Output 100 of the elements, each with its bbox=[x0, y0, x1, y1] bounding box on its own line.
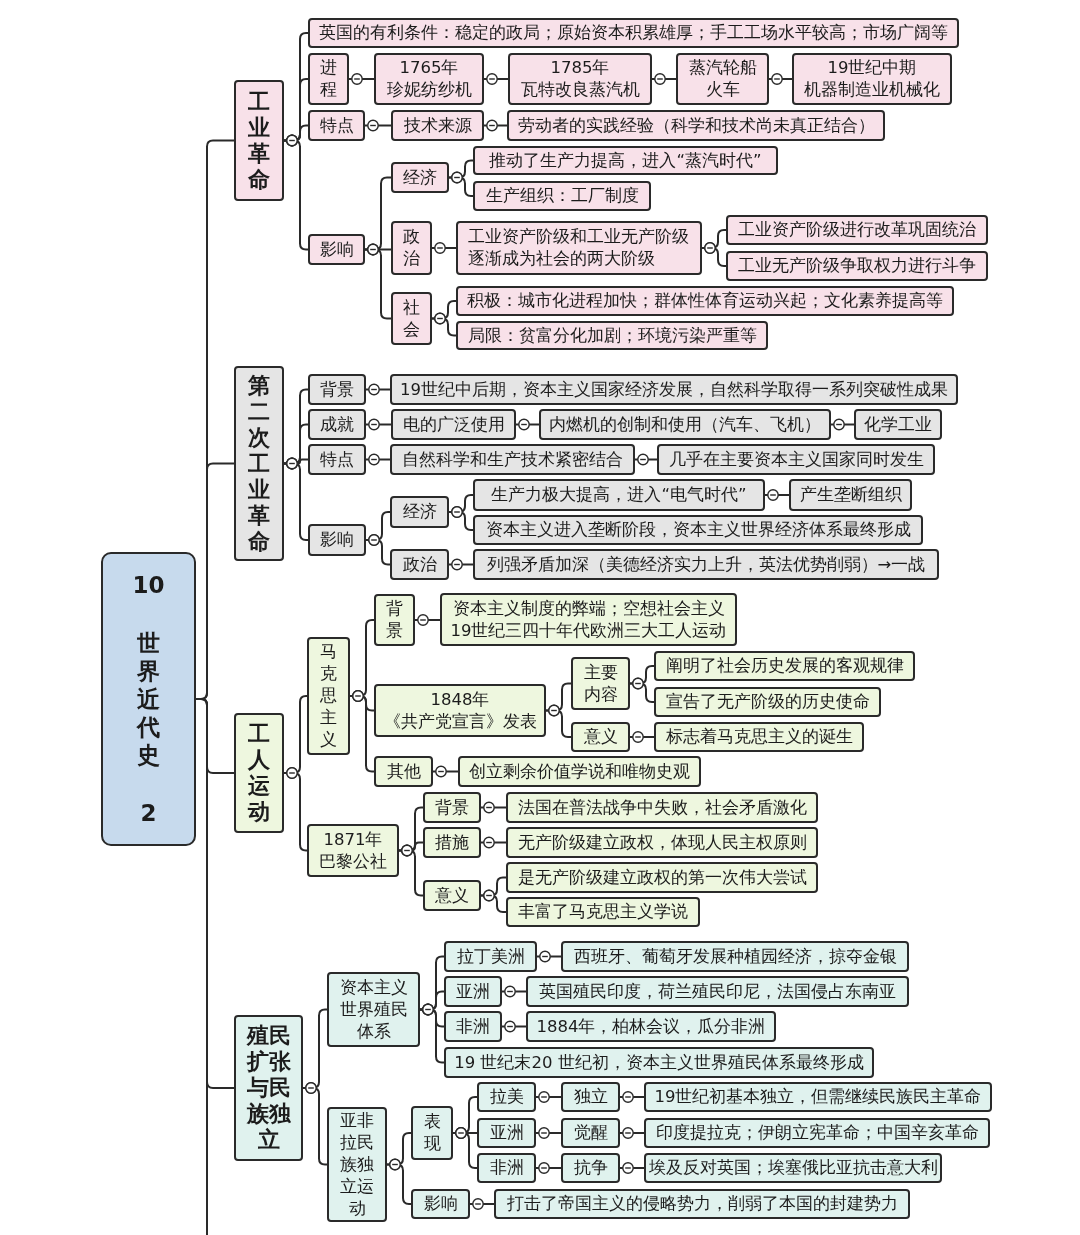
topic-box: 1884年，柏林会议，瓜分非洲 bbox=[526, 1011, 776, 1042]
topic-box: 亚非拉民族独立运动 bbox=[327, 1107, 387, 1222]
topic-text: 珍妮纺纱机 bbox=[386, 79, 472, 101]
connector-line bbox=[701, 242, 727, 267]
topic-box: 生产力极大提高，进入“电气时代” bbox=[473, 479, 765, 511]
topic-box: 化学工业 bbox=[854, 409, 942, 440]
connector-line bbox=[535, 1162, 562, 1174]
connector-line bbox=[535, 1091, 562, 1103]
connector-line bbox=[619, 1127, 645, 1139]
topic-box: 生产组织：工厂制度 bbox=[473, 181, 651, 211]
title-label: 世界近代史 bbox=[135, 629, 161, 769]
connector-line bbox=[545, 704, 572, 738]
connector-line bbox=[431, 312, 457, 337]
connector-line bbox=[432, 765, 459, 778]
connector-line bbox=[364, 119, 392, 132]
topic-box bbox=[676, 53, 769, 105]
topic-box: 亚洲 bbox=[444, 976, 502, 1007]
topic-text: 巴黎公社 bbox=[319, 850, 387, 873]
topic-box: 成就 bbox=[308, 409, 366, 440]
topic-box: 政治 bbox=[391, 221, 432, 275]
topic-text: 1871年 bbox=[323, 828, 383, 851]
connector-line bbox=[365, 453, 391, 466]
topic-box: 拉丁美洲 bbox=[444, 941, 537, 972]
topic-box: 自然科学和生产技术紧密结合 bbox=[390, 444, 635, 475]
connector-line bbox=[501, 1020, 527, 1033]
topic-box bbox=[374, 53, 484, 105]
central-topic-box bbox=[101, 552, 196, 846]
topic-box: 标志着马克思主义的诞生 bbox=[654, 722, 864, 752]
topic-box: 劳动者的实践经验（科学和技术尚未真正结合） bbox=[507, 110, 885, 141]
topic-box bbox=[440, 593, 737, 646]
topic-box: 其他 bbox=[374, 756, 433, 787]
topic-box: 内燃机的创制和使用（汽车、飞机） bbox=[539, 409, 831, 440]
topic-box: 英国的有利条件：稳定的政局；原始资本积累雄厚；手工工场水平较高；市场广阔等 bbox=[308, 18, 959, 48]
connector-line bbox=[414, 614, 441, 626]
topic-box: 政治 bbox=[390, 549, 449, 580]
branch-topic-box: 工业革命 bbox=[234, 80, 284, 201]
topic-box: 独立 bbox=[561, 1082, 620, 1112]
connector-line bbox=[515, 418, 540, 431]
topic-box bbox=[508, 53, 652, 105]
topic-box: 19世纪初基本独立，但需继续民族民主革命 bbox=[644, 1082, 992, 1112]
topic-box: 法国在普法战争中失败，社会矛盾激化 bbox=[506, 792, 818, 823]
connector-line bbox=[501, 985, 527, 998]
topic-box: 局限：贫富分化加剧；环境污染严重等 bbox=[456, 321, 768, 350]
topic-text: 19世纪三四十年代欧洲三大工人运动 bbox=[450, 619, 727, 642]
connector-line bbox=[629, 731, 655, 743]
topic-box: 技术来源 bbox=[391, 110, 484, 141]
connector-line bbox=[536, 950, 562, 963]
topic-box bbox=[792, 53, 952, 105]
topic-text: 资本主义制度的弊端；空想社会主义 bbox=[452, 597, 725, 620]
topic-box: 背景 bbox=[308, 374, 366, 405]
topic-text: 1848年 bbox=[430, 688, 490, 711]
connector-line bbox=[431, 242, 457, 254]
connector-line bbox=[764, 489, 790, 501]
topic-box: 无产阶级建立政权，体现人民主权原则 bbox=[506, 827, 818, 858]
topic-box: 影响 bbox=[308, 234, 365, 265]
connector-line bbox=[448, 506, 474, 531]
connector-line bbox=[452, 1127, 478, 1169]
connector-line bbox=[483, 119, 508, 132]
topic-box: 非洲 bbox=[477, 1153, 536, 1183]
branch-topic-box: 殖民扩张与民族独立 bbox=[234, 1015, 303, 1161]
topic-box: 产生垄断组织 bbox=[789, 479, 912, 511]
topic-box: 经济 bbox=[390, 496, 449, 528]
topic-box: 表现 bbox=[411, 1106, 453, 1160]
topic-box: 特点 bbox=[308, 444, 366, 475]
topic-box: 进程 bbox=[308, 53, 349, 105]
connector-line bbox=[483, 73, 509, 85]
connector-line bbox=[365, 418, 392, 431]
topic-box: 电的广泛使用 bbox=[391, 409, 516, 440]
topic-box: 几乎在主要资本主义国家同时发生 bbox=[657, 444, 935, 475]
topic-box: 特点 bbox=[308, 110, 365, 141]
topic-box: 19 世纪末20 世纪初，资本主义世界殖民体系最终形成 bbox=[444, 1047, 874, 1078]
connector-line bbox=[634, 453, 658, 466]
connector-line bbox=[830, 418, 855, 431]
connector-line bbox=[283, 767, 308, 852]
topic-box: 资本主义世界殖民体系 bbox=[327, 972, 420, 1047]
topic-box: 影响 bbox=[308, 524, 366, 556]
topic-box: 是无产阶级建立政权的第一次伟大尝试 bbox=[506, 862, 818, 893]
topic-box: 工业资产阶级和工业无产阶级逐渐成为社会的两大阶级 bbox=[456, 221, 702, 275]
topic-text: 1765年 bbox=[399, 57, 459, 79]
topic-box: 经济 bbox=[391, 162, 449, 193]
topic-text: 19世纪中期 bbox=[827, 57, 917, 79]
topic-box: 打击了帝国主义的侵略势力，削弱了本国的封建势力 bbox=[494, 1189, 910, 1219]
connector-line bbox=[364, 243, 392, 320]
topic-box: 19世纪中后期，资本主义国家经济发展，自然科学取得一系列突破性成果 bbox=[390, 374, 958, 405]
connector-line bbox=[480, 836, 507, 849]
connector-line bbox=[469, 1198, 495, 1210]
topic-box: 埃及反对英国；埃塞俄比亚抗击意大利 bbox=[644, 1153, 942, 1183]
topic-box: 资本主义进入垄断阶段，资本主义世界经济体系最终形成 bbox=[473, 515, 923, 545]
connector-line bbox=[619, 1162, 645, 1174]
topic-box: 宣告了无产阶级的历史使命 bbox=[654, 687, 881, 717]
topic-box: 意义 bbox=[571, 722, 630, 752]
number-label: 10 bbox=[132, 571, 165, 599]
topic-text: 瓦特改良蒸汽机 bbox=[520, 79, 640, 101]
topic-box: 英国殖民印度，荷兰殖民印尼，法国侵占东南亚 bbox=[526, 976, 909, 1007]
connector-line bbox=[480, 801, 507, 814]
topic-box: 抗争 bbox=[561, 1153, 620, 1183]
connector-line bbox=[651, 73, 677, 85]
topic-box: 意义 bbox=[423, 880, 481, 911]
topic-text: 《共产党宣言》发表 bbox=[383, 710, 537, 733]
connector-line bbox=[448, 171, 474, 197]
